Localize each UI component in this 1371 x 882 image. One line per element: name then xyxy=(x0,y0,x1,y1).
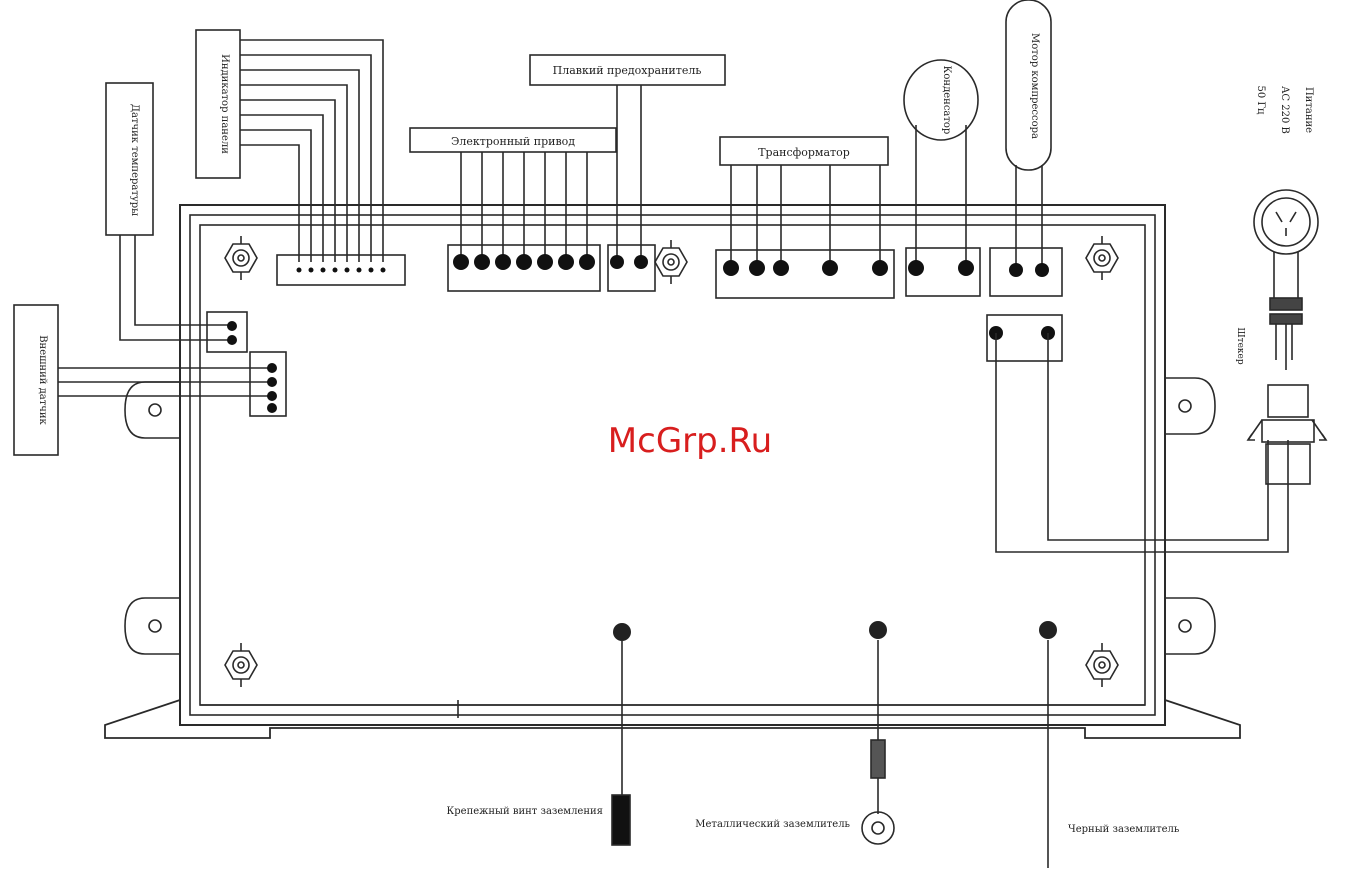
fuse-group: Плавкий предохранитель xyxy=(530,55,725,291)
drive-terminal xyxy=(579,254,595,270)
external-sensor-label: Внешний датчик xyxy=(37,335,48,425)
drive-terminal xyxy=(516,254,532,270)
power-supply-line-1: Питание xyxy=(1303,87,1314,133)
panel-wire xyxy=(240,130,311,262)
electronic-drive-label: Электронный привод xyxy=(451,135,575,148)
plug-label: Штекер xyxy=(1235,327,1245,365)
ground-screw-label: Крепежный винт заземления xyxy=(447,806,603,817)
watermark: McGrp.Ru xyxy=(608,421,772,461)
panel-pin xyxy=(297,268,302,273)
transformer-label: Трансформатор xyxy=(758,146,850,159)
power-supply-line-3: 50 Гц xyxy=(1255,86,1266,116)
metal-ground-label: Металлический заземлитель xyxy=(695,819,850,830)
ground-group: Крепежный винт заземления Металлический … xyxy=(447,621,1180,868)
drive-terminal xyxy=(495,254,511,270)
external-sensor-group: Внешний датчик xyxy=(14,305,286,455)
power-plug-group: Штекер xyxy=(1235,190,1326,484)
indicator-panel-label: Индикатор панели xyxy=(219,54,230,154)
drive-terminal xyxy=(453,254,469,270)
capacitor-label: Конденсатор xyxy=(941,66,952,135)
compressor-motor-group: Мотор компрессора xyxy=(990,0,1062,296)
temperature-sensor-label: Датчик температуры xyxy=(129,104,140,216)
transformer-terminal xyxy=(749,260,765,276)
power-socket-icon xyxy=(1254,190,1318,254)
power-supply-label: Питание AC 220 В 50 Гц xyxy=(1255,85,1314,134)
transformer-group: Трансформатор xyxy=(716,137,894,298)
screw-icon xyxy=(225,236,257,280)
panel-wire xyxy=(240,85,347,262)
compressor-motor-label: Мотор компрессора xyxy=(1029,33,1040,139)
drive-terminal xyxy=(558,254,574,270)
electronic-drive-group: Электронный привод xyxy=(410,128,616,291)
indicator-panel-group: Индикатор панели xyxy=(196,30,405,285)
panel-pin xyxy=(381,268,386,273)
power-supply-line-2: AC 220 В xyxy=(1279,85,1290,134)
capacitor-group: Конденсатор xyxy=(904,60,980,296)
panel-wire xyxy=(240,55,371,262)
panel-pin xyxy=(345,268,350,273)
enclosure xyxy=(105,205,1240,738)
panel-pin xyxy=(309,268,314,273)
screw-icon xyxy=(225,643,257,687)
transformer-terminal xyxy=(723,260,739,276)
panel-pin xyxy=(357,268,362,273)
ring-terminal-icon xyxy=(862,812,894,844)
drive-terminal xyxy=(537,254,553,270)
transformer-terminal xyxy=(773,260,789,276)
black-ground-label: Черный заземлитель xyxy=(1068,824,1180,835)
screw-icon xyxy=(1086,236,1118,280)
fuse-label: Плавкий предохранитель xyxy=(553,64,702,77)
screw-icon xyxy=(655,240,687,284)
transformer-terminal xyxy=(872,260,888,276)
screw-icon xyxy=(1086,643,1118,687)
drive-terminal xyxy=(474,254,490,270)
panel-pin xyxy=(369,268,374,273)
panel-pin xyxy=(321,268,326,273)
panel-pin xyxy=(333,268,338,273)
mounting-screw-icons xyxy=(225,236,1118,687)
transformer-terminal xyxy=(822,260,838,276)
panel-wire xyxy=(240,100,335,262)
